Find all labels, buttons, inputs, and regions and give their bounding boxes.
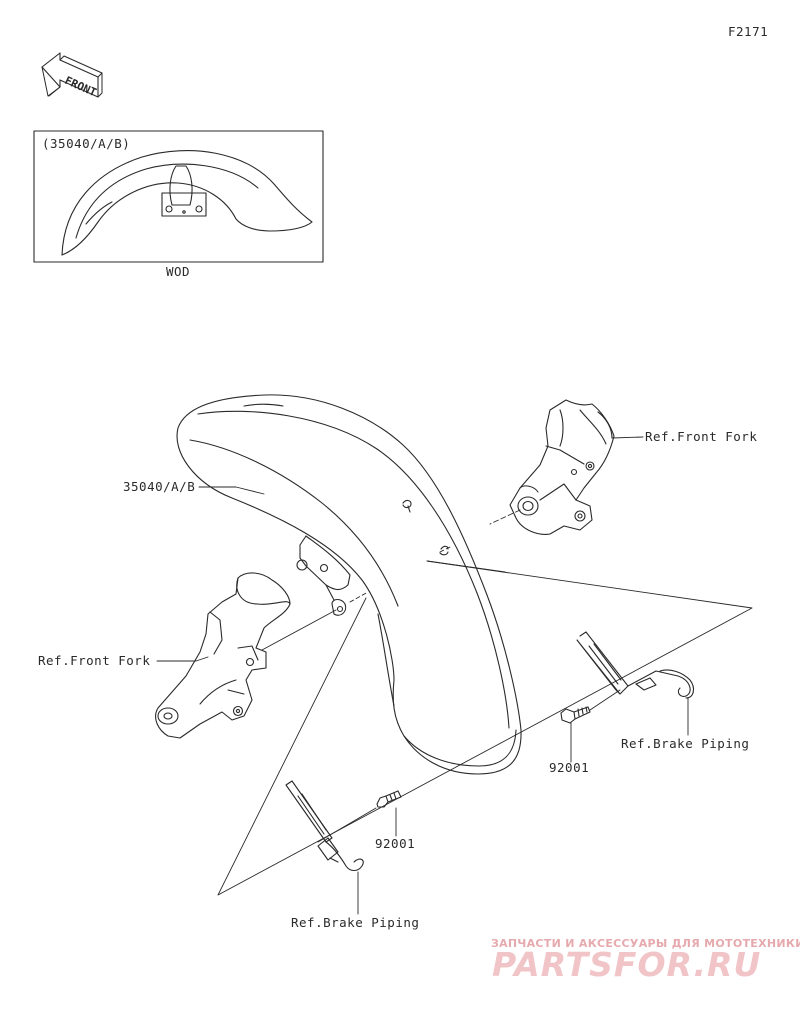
- brake-clamp-left: [285, 780, 364, 872]
- bolt-92001-left: [376, 790, 402, 808]
- assembly-lines: [217, 509, 753, 896]
- inset-fender: [61, 150, 313, 256]
- brake-clamp-right: [576, 631, 695, 699]
- label-ref-front-fork-left: Ref.Front Fork: [38, 653, 151, 668]
- label-ref-brake-piping-left: Ref.Brake Piping: [291, 915, 420, 930]
- left-front-fork: [155, 572, 291, 739]
- right-front-fork: [509, 399, 615, 535]
- inset-part-label: (35040/A/B): [42, 136, 131, 151]
- label-bolt-right: 92001: [549, 760, 590, 775]
- watermark-tagline: ЗАПЧАСТИ И АКСЕССУАРЫ ДЛЯ МОТОТЕХНИКИ: [491, 937, 800, 950]
- inset-box: [33, 130, 324, 263]
- front-fender: [176, 394, 522, 775]
- label-leaders: [156, 436, 689, 915]
- label-fender-part: 35040/A/B: [123, 479, 196, 494]
- inset-caption: WOD: [166, 264, 191, 279]
- label-bolt-left: 92001: [375, 836, 416, 851]
- figure-code: F2171: [728, 24, 769, 39]
- front-arrow-icon: [41, 52, 103, 98]
- label-ref-front-fork-right: Ref.Front Fork: [645, 429, 758, 444]
- bolt-92001-right: [560, 706, 591, 724]
- label-ref-brake-piping-right: Ref.Brake Piping: [621, 736, 750, 751]
- watermark-logo: PARTSFOR.RU: [492, 945, 762, 984]
